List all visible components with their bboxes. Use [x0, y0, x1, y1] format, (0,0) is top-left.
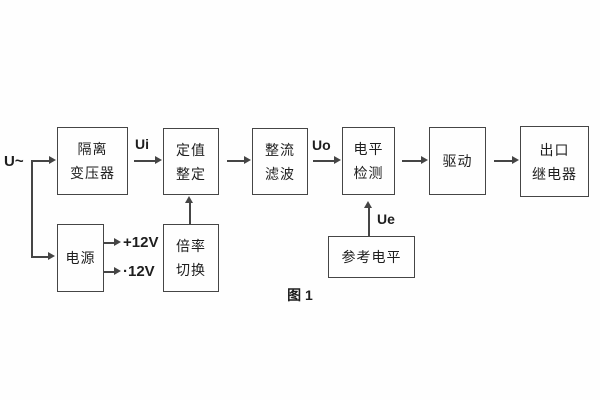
- block-label: 整流: [265, 141, 295, 158]
- connector-input-branch-line: [31, 160, 33, 258]
- connector-input-to-power-line: [31, 256, 49, 258]
- connector-plus12v-line: [104, 242, 116, 244]
- block-reference-level: 参考电平: [328, 236, 415, 278]
- arrowhead-right-icon: [114, 267, 121, 276]
- block-ratio-switch: 倍率 切换: [163, 224, 219, 292]
- block-rectifier-filter: 整流 滤波: [252, 128, 308, 195]
- block-label: 参考电平: [341, 249, 402, 265]
- block-label: 切换: [176, 262, 206, 278]
- arrowhead-right-icon: [244, 156, 251, 165]
- block-setting-adjustment: 定值 整定: [163, 128, 219, 195]
- connector-detection-to-driver-line: [402, 160, 421, 162]
- minus-12v-label: ·12V: [123, 263, 155, 280]
- block-label: 电源: [65, 250, 96, 266]
- arrowhead-right-icon: [49, 156, 56, 165]
- arrowhead-right-icon: [421, 156, 428, 165]
- block-label: 滤波: [265, 165, 295, 182]
- block-isolation-transformer: 隔离 变压器: [57, 127, 128, 195]
- ue-label: Ue: [377, 211, 395, 227]
- connector-driver-to-relay-line: [494, 160, 512, 162]
- block-label: 检测: [353, 165, 384, 181]
- ui-label: Ui: [135, 136, 149, 152]
- connector-setting-to-rectifier-line: [227, 160, 245, 162]
- block-output-relay: 出口 继电器: [520, 126, 589, 197]
- uo-label: Uo: [312, 137, 331, 153]
- block-label: 驱动: [442, 153, 473, 169]
- arrowhead-right-icon: [48, 252, 55, 261]
- block-level-detection: 电平 检测: [342, 127, 395, 195]
- block-label: 定值: [176, 141, 206, 158]
- connector-ui-line: [134, 160, 155, 162]
- arrowhead-up-icon: [364, 201, 373, 208]
- block-label: 倍率: [176, 238, 206, 254]
- connector-ue-line: [368, 208, 370, 236]
- connector-ratio-to-setting-line: [189, 203, 191, 224]
- block-label: 电平: [353, 141, 384, 157]
- block-label: 继电器: [532, 165, 577, 182]
- connector-uo-line: [313, 160, 334, 162]
- block-label: 出口: [539, 141, 570, 158]
- block-power-supply: 电源: [57, 224, 104, 292]
- arrowhead-up-icon: [185, 196, 194, 203]
- arrowhead-right-icon: [114, 238, 121, 247]
- block-label: 变压器: [70, 165, 115, 181]
- arrowhead-right-icon: [334, 156, 341, 165]
- figure-caption: 图 1: [287, 287, 313, 303]
- input-voltage-label: U~: [4, 153, 24, 170]
- arrowhead-right-icon: [155, 156, 162, 165]
- connector-input-to-transformer-line: [31, 160, 51, 162]
- plus-12v-label: +12V: [123, 234, 159, 251]
- block-driver: 驱动: [429, 127, 486, 195]
- block-label: 隔离: [77, 141, 108, 157]
- connector-minus12v-line: [104, 271, 116, 273]
- arrowhead-right-icon: [512, 156, 519, 165]
- block-label: 整定: [176, 165, 206, 182]
